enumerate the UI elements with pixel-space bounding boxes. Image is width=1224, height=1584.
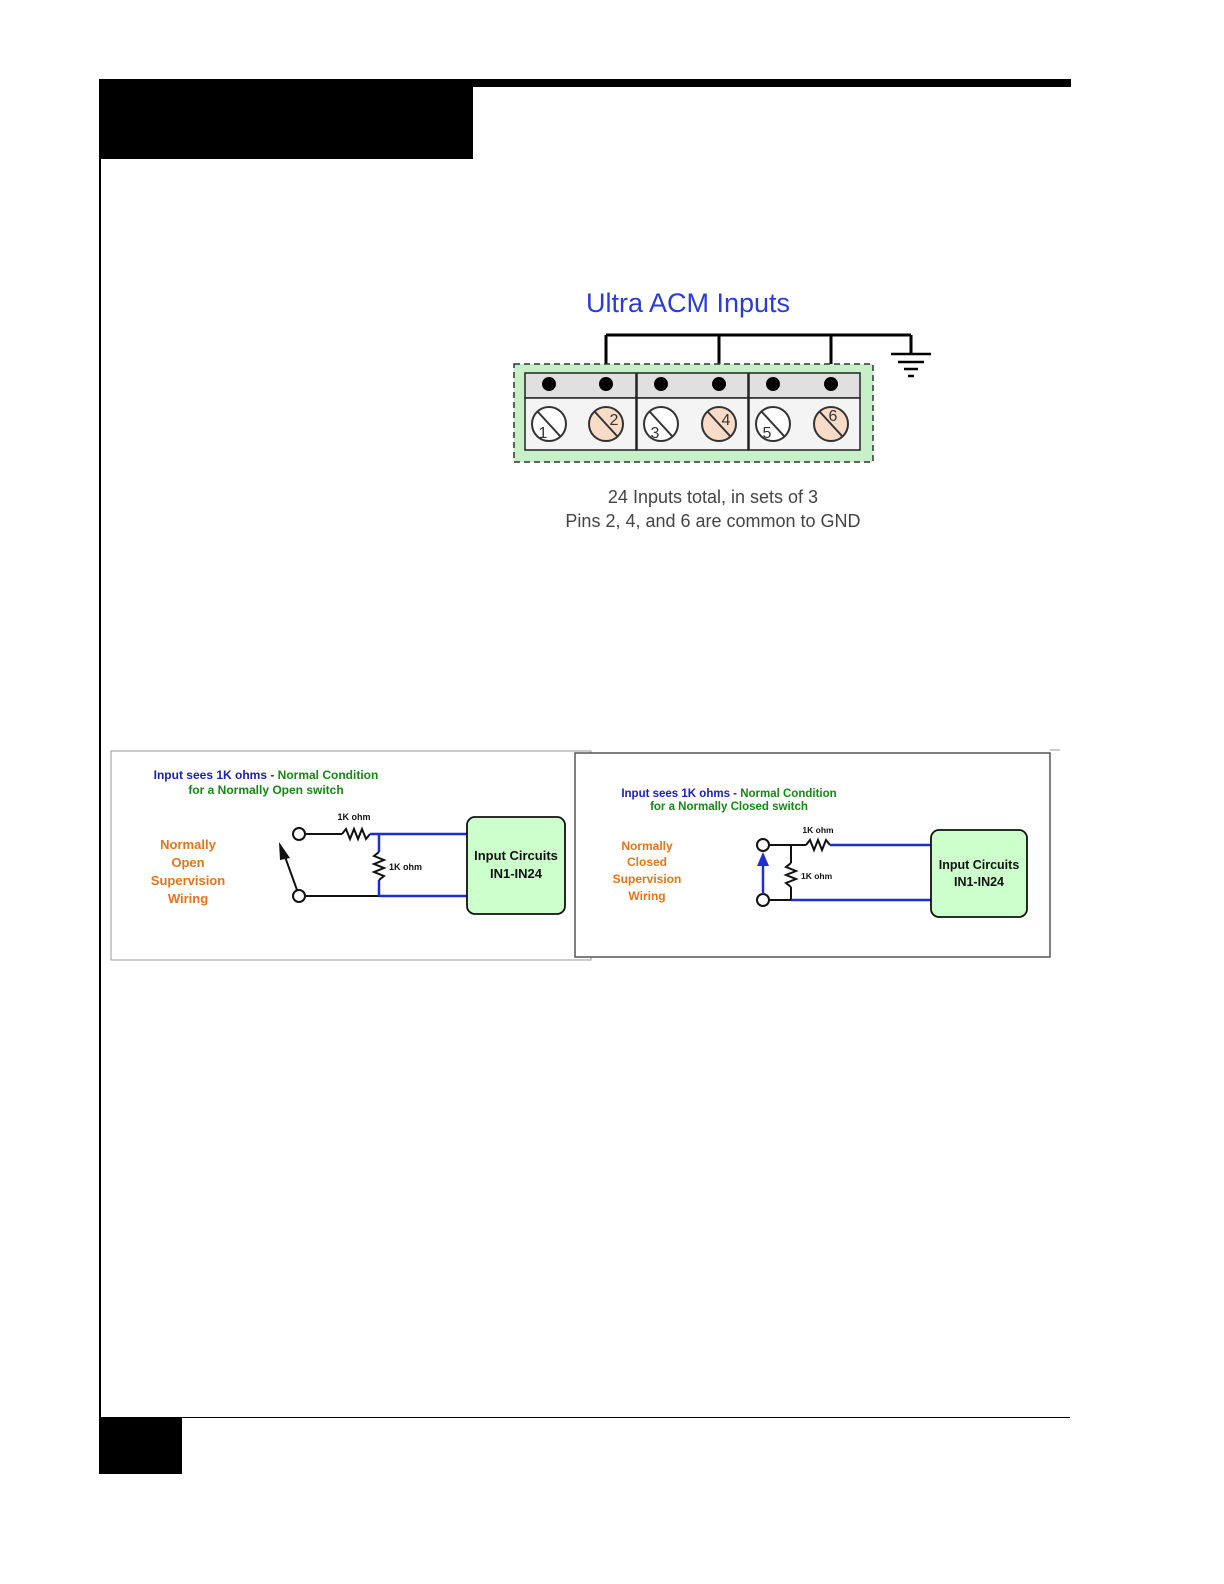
nc-blue-wires [791, 843, 931, 902]
top-rule [100, 79, 1071, 87]
ground-icon [891, 352, 931, 378]
no-input-circuits-box [466, 816, 566, 915]
acm-terminal-diagram: Ultra ACM Inputs 1 [513, 288, 931, 531]
header-block [100, 85, 473, 159]
nc-box-line2: IN1-IN24 [954, 875, 1004, 889]
svg-text:4: 4 [722, 412, 731, 429]
no-heading-line1: Input sees 1K ohms - Normal Condition [154, 768, 379, 782]
screw-terminal-1: 1 [531, 406, 567, 442]
svg-text:5: 5 [763, 425, 772, 442]
nc-side-label: Normally Closed Supervision Wiring [613, 839, 682, 903]
nc-series-resistor-label: 1K ohm [802, 825, 834, 835]
svg-text:Supervision: Supervision [151, 873, 225, 888]
screw-terminal-5: 5 [755, 406, 791, 442]
no-box-line2: IN1-IN24 [490, 866, 543, 881]
svg-text:Normally: Normally [160, 837, 216, 852]
screw-terminal-4: 4 [701, 406, 737, 442]
terminal-dots [542, 377, 838, 391]
no-shunt-resistor [371, 851, 387, 881]
svg-text:Normally: Normally [621, 839, 673, 853]
footer-block [100, 1418, 182, 1474]
no-box-line1: Input Circuits [474, 848, 558, 863]
no-shunt-resistor-label: 1K ohm [389, 862, 422, 872]
supervision-wiring-diagram: Input sees 1K ohms - Normal Condition fo… [110, 749, 1060, 961]
nc-heading-line2: for a Normally Closed switch [650, 801, 808, 813]
nc-shunt-resistor-label: 1K ohm [801, 871, 833, 881]
footer-rule [100, 1417, 1070, 1418]
nc-black-wires [769, 837, 831, 901]
svg-text:Closed: Closed [627, 855, 667, 869]
acm-caption-line2: Pins 2, 4, and 6 are common to GND [565, 511, 860, 531]
no-heading-line2: for a Normally Open switch [188, 783, 343, 797]
svg-text:2: 2 [610, 412, 619, 429]
svg-text:1: 1 [539, 425, 548, 442]
nc-input-circuits-box [930, 829, 1028, 918]
acm-caption-line1: 24 Inputs total, in sets of 3 [608, 487, 818, 507]
svg-text:Open: Open [171, 855, 204, 870]
svg-text:Wiring: Wiring [628, 889, 665, 903]
nc-box-line1: Input Circuits [939, 858, 1020, 872]
no-series-resistor-label: 1K ohm [337, 812, 370, 822]
acm-title: Ultra ACM Inputs [586, 288, 790, 318]
no-blue-wires [370, 832, 467, 898]
svg-text:Supervision: Supervision [613, 872, 682, 886]
nc-heading-line1: Input sees 1K ohms - Normal Condition [621, 788, 836, 800]
normally-closed-panel: Input sees 1K ohms - Normal Condition fo… [574, 749, 1060, 958]
no-side-label: Normally Open Supervision Wiring [151, 837, 225, 906]
normally-open-panel: Input sees 1K ohms - Normal Condition fo… [110, 750, 592, 961]
screw-terminal-2: 2 [588, 406, 624, 442]
screw-terminal-6: 6 [813, 406, 849, 442]
svg-text:Wiring: Wiring [168, 891, 208, 906]
left-rule [99, 79, 101, 1474]
svg-text:3: 3 [651, 425, 660, 442]
svg-text:6: 6 [829, 408, 838, 425]
nc-shunt-resistor [783, 862, 799, 888]
no-black-wires [306, 826, 379, 897]
nc-switch-icon [756, 838, 770, 907]
terminal-blocks [524, 372, 861, 451]
no-switch-icon [279, 827, 306, 903]
screw-terminal-3: 3 [643, 406, 679, 442]
